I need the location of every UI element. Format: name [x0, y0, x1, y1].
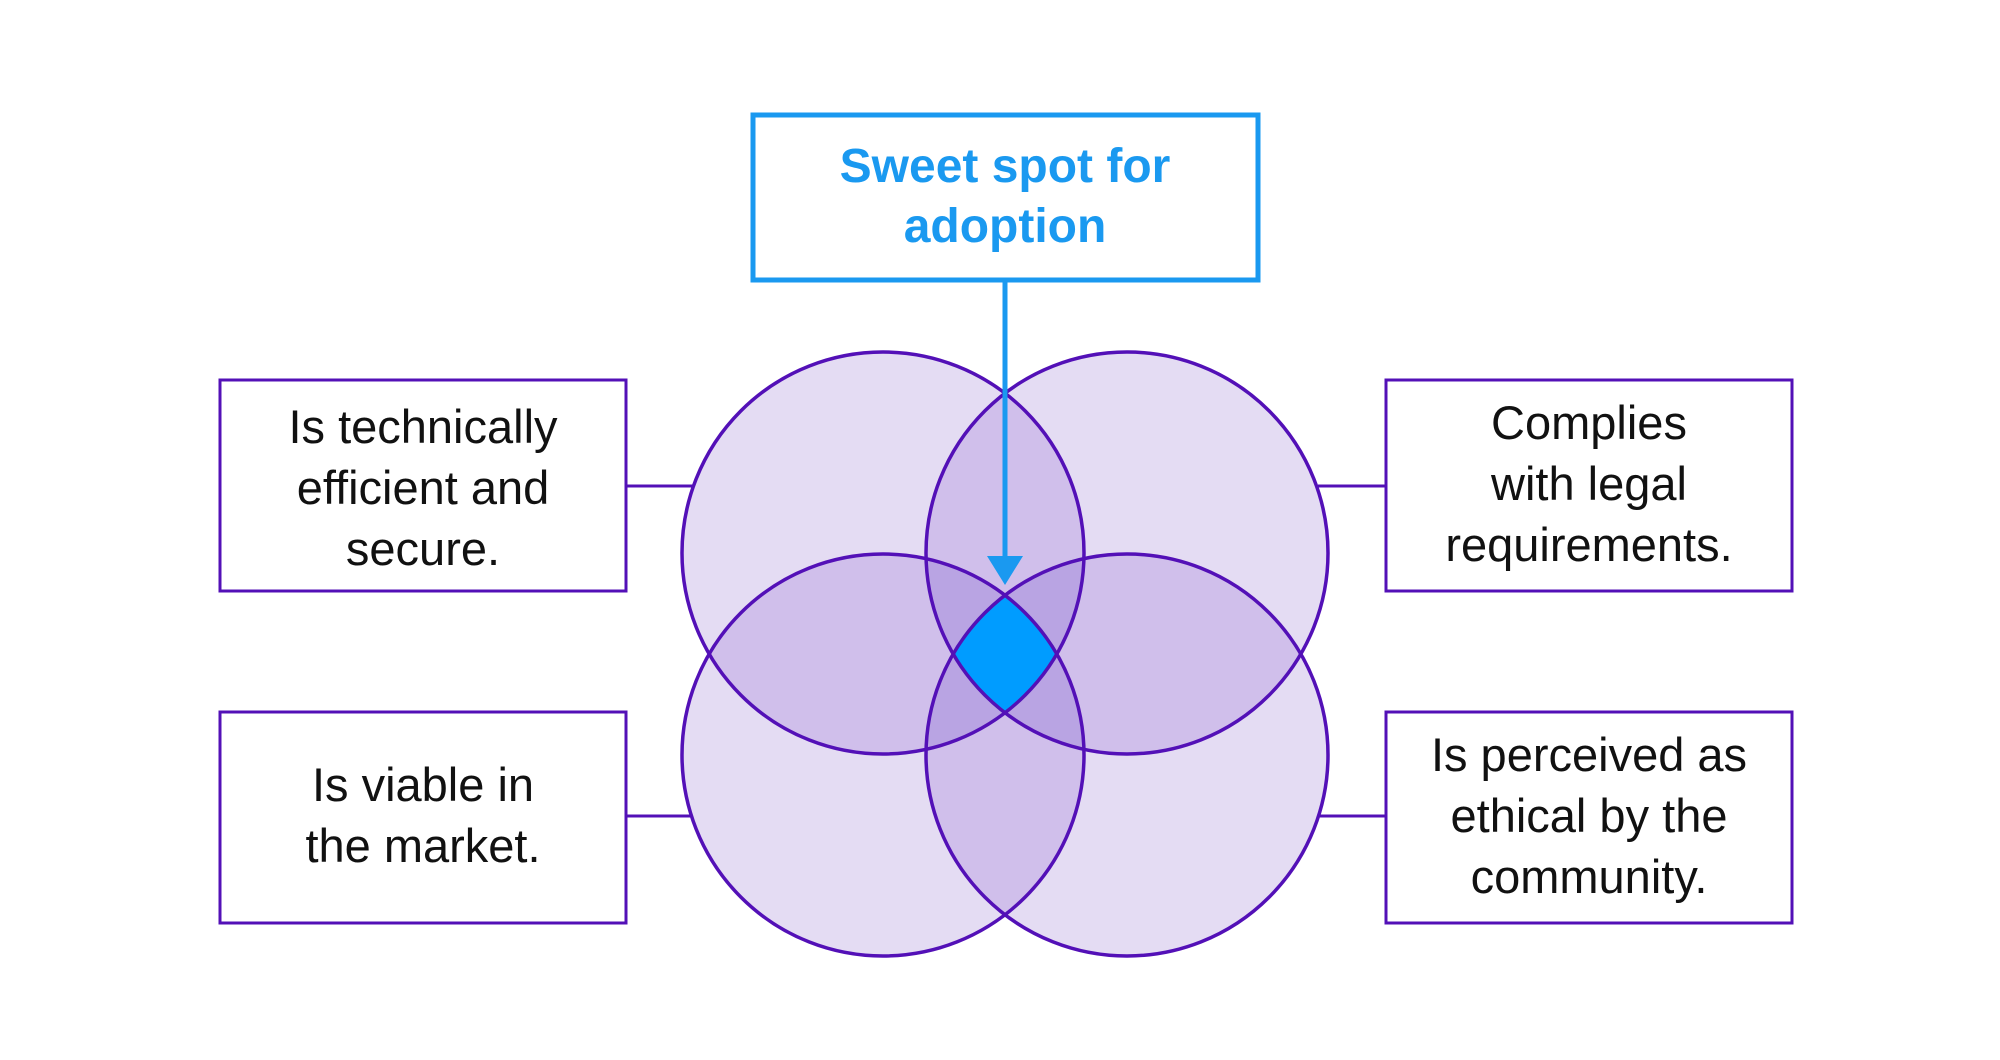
callout-line-2: adoption: [904, 200, 1107, 253]
label-box-legal: Complies with legal requirements.: [1384, 378, 1794, 593]
sweet-spot-region: [926, 554, 1084, 754]
callout-box: Sweet spot for adoption: [750, 112, 1261, 283]
technical-line-1: Is technically: [288, 400, 558, 453]
legal-line-2: with legal: [1490, 457, 1687, 510]
technical-line-3: secure.: [346, 522, 500, 575]
ethical-line-2: ethical by the: [1451, 789, 1728, 842]
ethical-line-1: Is perceived as: [1431, 728, 1747, 781]
legal-line-1: Complies: [1491, 396, 1687, 449]
label-box-technical: Is technically efficient and secure.: [218, 378, 628, 593]
ethical-line-3: community.: [1471, 850, 1708, 903]
label-box-ethical: Is perceived as ethical by the community…: [1384, 710, 1794, 925]
callout-line-1: Sweet spot for: [840, 140, 1171, 193]
legal-line-3: requirements.: [1445, 518, 1732, 571]
market-line-1: Is viable in: [312, 758, 534, 811]
callout-arrow-head: [987, 556, 1023, 585]
circle-outlines: [680, 350, 1330, 958]
technical-line-2: efficient and: [297, 461, 550, 514]
market-line-2: the market.: [305, 819, 540, 872]
label-box-market: Is viable in the market.: [218, 710, 628, 925]
